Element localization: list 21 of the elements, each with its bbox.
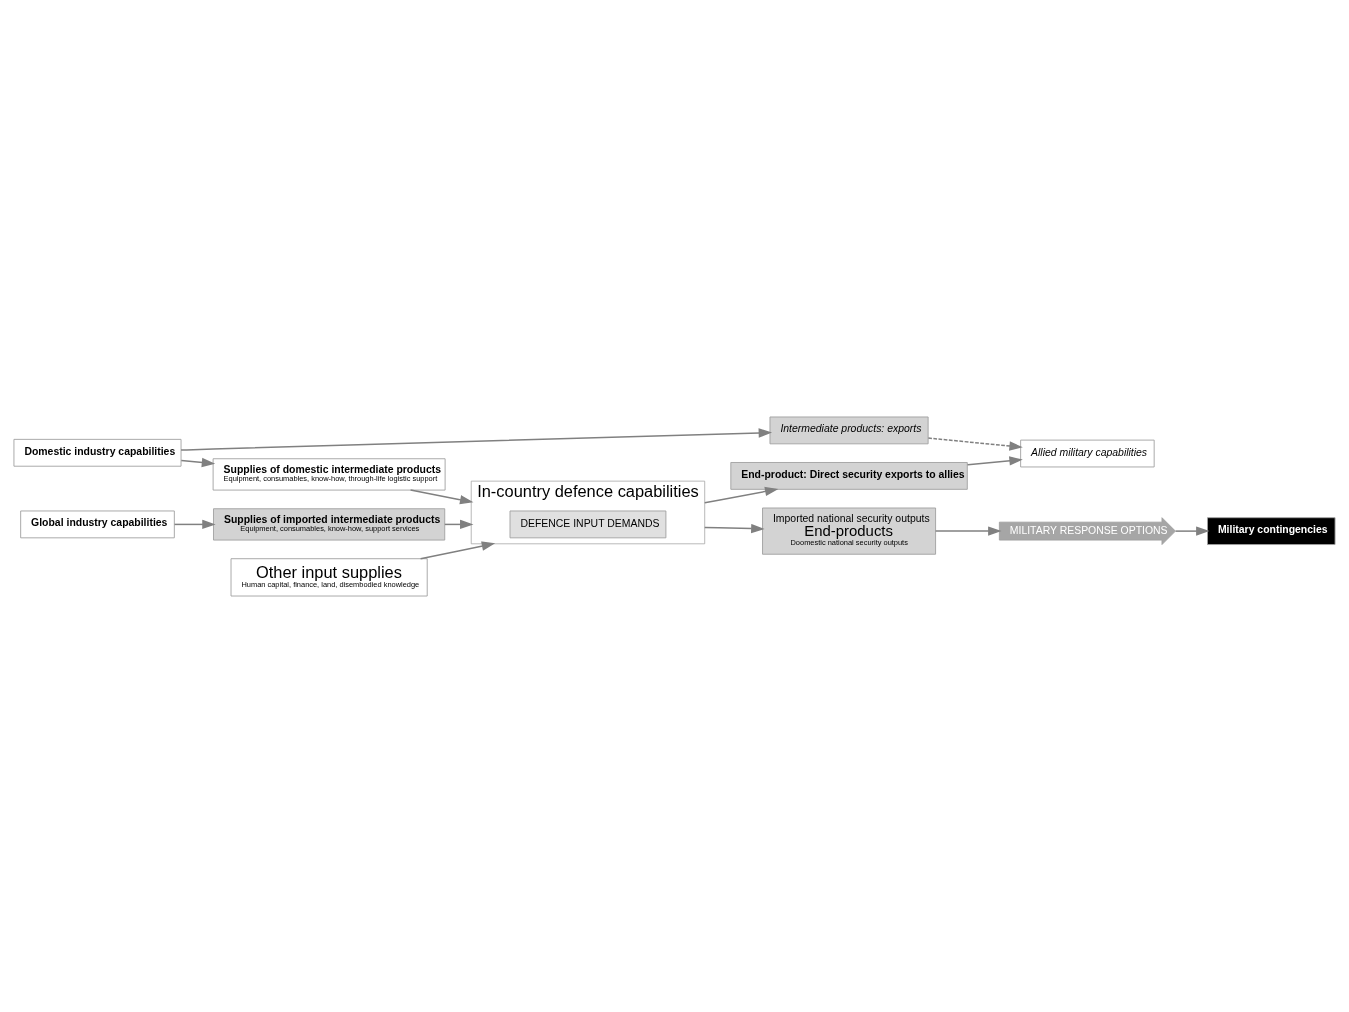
arrow: [180, 427, 773, 451]
node-box: DEFENCE INPUT DEMANDS: [509, 510, 667, 538]
node-box: Supplies of domestic intermediate products Equipment, consumables, know-how, through-life logistic support: [212, 457, 446, 491]
arrow: [419, 540, 496, 559]
node-box: Military contingencies: [1207, 516, 1336, 545]
arrow: [934, 525, 1002, 536]
node-box: Intermediate products: exports: [769, 416, 929, 444]
node-box: Allied military capabilities: [1020, 439, 1155, 467]
arrow: [173, 519, 216, 529]
node-box: Supplies of imported intermediate products Equipment, consumables, know-how, support services: [213, 507, 446, 541]
arrow: [180, 457, 216, 467]
arrow: [927, 436, 1023, 451]
arrow: [703, 486, 779, 503]
arrow: [966, 455, 1023, 466]
arrow: [1174, 525, 1210, 536]
node-box: Other input supplies Human capital, finance, land, disembodied knowledge: [230, 557, 428, 596]
node-box: Global industry capabilities: [20, 510, 175, 538]
node-box: Imported national security outputs End-products Doomestic national security outputs: [762, 507, 937, 555]
arrow: [703, 523, 765, 533]
node-box: Domestic industry capabilities: [13, 438, 182, 467]
node-box: End-product: Direct security exports to allies: [730, 461, 968, 490]
